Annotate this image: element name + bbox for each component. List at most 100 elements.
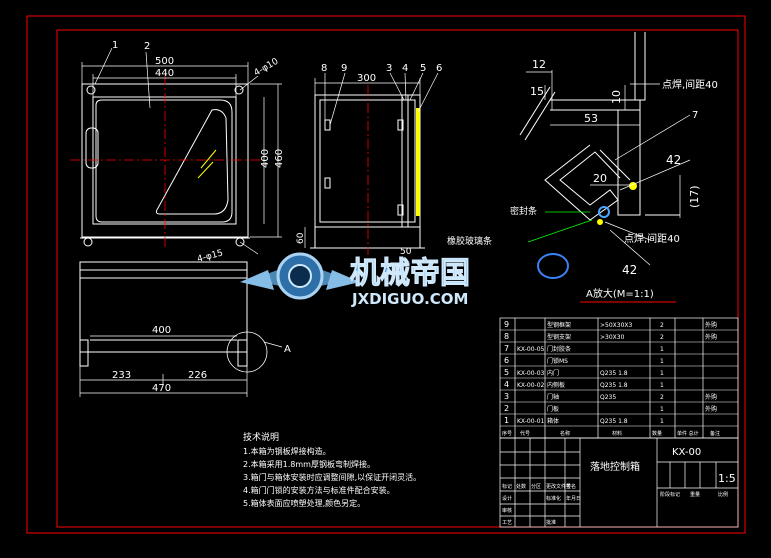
dim-470: 470 (152, 383, 171, 394)
dim-50: 50 (400, 247, 412, 257)
tb-label-scale: 比例 (718, 491, 728, 498)
dim-53: 53 (584, 112, 598, 125)
detail-bolt (629, 182, 637, 190)
tb-label-change: 更改文件号 (546, 483, 571, 490)
drawing-number: KX-00 (672, 447, 701, 458)
dim-17: (17) (688, 185, 701, 208)
dim-226: 226 (188, 370, 207, 381)
watermark-logo (240, 252, 360, 300)
bom-header-weight: 单件 总计 (677, 430, 699, 437)
bom-cell-spec: >50X30X3 (600, 322, 633, 329)
dim-60: 60 (296, 232, 306, 244)
bom-header-no: 序号 (502, 430, 512, 437)
bom-header-code: 代号 (520, 430, 530, 437)
bom-cell-code: KX-00-03 (517, 370, 545, 377)
bom-cell-no: 6 (504, 356, 509, 365)
watermark-cn: 机械帝国 (350, 256, 470, 291)
bom-cell-qty: 1 (660, 358, 664, 365)
side-view-handle (416, 108, 420, 216)
callout-a: A (284, 344, 291, 355)
tb-label-design: 设计 (502, 495, 512, 502)
bom-cell-qty: 1 (660, 406, 664, 413)
bom-cell-name: 型钢框架 (547, 321, 571, 329)
dim-300: 300 (357, 73, 376, 84)
bom-cell-spec: Q235 (600, 394, 616, 401)
bottom-view-callout-leader (263, 341, 283, 348)
tech-note-3: 3.箱门与箱体安装时应调整间隙,以保证开闭灵活。 (243, 472, 421, 482)
detail-caption: A放大(M=1:1) (586, 287, 654, 300)
bom-header-name: 名称 (560, 430, 570, 437)
bom-header-spec: 材料 (612, 430, 622, 437)
bom-cell-spec: Q235 1.8 (600, 370, 628, 377)
inner-frame (56, 29, 739, 528)
dim-20: 20 (593, 172, 607, 185)
bom-cell-no: 4 (504, 380, 509, 389)
tech-note-4: 4.箱门门锁的安装方法与标准件配合安装。 (243, 485, 395, 495)
label-9: 9 (341, 63, 347, 74)
tb-label-review: 审核 (502, 507, 512, 514)
dim-400-bottom: 400 (152, 325, 171, 336)
dim-400: 400 (260, 149, 271, 168)
dim-42-lower: 42 (622, 263, 637, 277)
weld-note-upper: 点焊,间距40 (662, 78, 718, 91)
bom-cell-name: 门封胶条 (547, 345, 571, 353)
bom-cell-name: 内门 (547, 369, 559, 377)
label-1: 1 (112, 40, 118, 51)
detail-circle (537, 253, 569, 279)
tb-label-stage: 阶段标记 (660, 491, 680, 498)
drawing-title: 落地控制箱 (590, 460, 640, 473)
bom-cell-name: 型钢支架 (547, 333, 571, 341)
side-view-dimensions (304, 72, 439, 248)
side-view (310, 94, 425, 249)
bom-cell-qty: 1 (660, 418, 664, 425)
tb-label-zone: 分区 (531, 483, 541, 490)
bom-header-qty: 数量 (652, 430, 662, 437)
tb-label-sign: 签名 (566, 483, 576, 490)
dim-12: 12 (532, 58, 546, 71)
front-view-centerlines (70, 75, 260, 250)
bom-cell-qty: 1 (660, 382, 664, 389)
tb-label-date: 年月日 (566, 495, 581, 502)
detail-a-leaders (527, 211, 593, 243)
dim-500: 500 (155, 56, 174, 67)
bottom-view (79, 261, 248, 367)
bom-cell-note: 外购 (705, 333, 717, 341)
detail-weld (597, 219, 603, 225)
bom-cell-no: 8 (504, 332, 509, 341)
dim-460: 460 (274, 149, 285, 168)
bom-cell-code: KX-00-01 (517, 418, 545, 425)
bottom-view-dimensions (79, 335, 248, 397)
tech-note-2: 2.本箱采用1.8mm厚钢板弯制焊接。 (243, 459, 375, 469)
detail-a (519, 32, 680, 221)
tb-label-standard: 标准化 (546, 495, 561, 502)
bom-cell-qty: 2 (660, 322, 664, 329)
front-view (80, 83, 250, 247)
bom-cell-qty: 2 (660, 334, 664, 341)
front-view-dimensions (81, 47, 282, 255)
label-4: 4 (402, 63, 408, 74)
drawing-scale: 1:5 (718, 472, 736, 485)
bom-cell-no: 7 (504, 344, 509, 353)
tb-label-process: 工艺 (502, 520, 512, 526)
bom-cell-code: KX-00-02 (517, 382, 545, 389)
bom-cell-no: 2 (504, 404, 509, 413)
bom-cell-no: 1 (504, 416, 509, 425)
dim-15: 15 (530, 85, 544, 98)
bom-cell-name: 门板 (547, 405, 559, 413)
tech-notes-title: 技术说明 (243, 431, 279, 443)
bom-cell-spec: >30X30 (600, 334, 625, 341)
bom-cell-name: 门锁MS (547, 357, 568, 365)
bom-cell-qty: 2 (660, 394, 664, 401)
bom-cell-code: KX-00-05 (517, 346, 545, 353)
label-2: 2 (144, 41, 150, 52)
detail-a-dimensions (526, 70, 691, 266)
weld-note-lower: 点焊,间距40 (624, 232, 680, 245)
bom-cell-qty: 1 (660, 370, 664, 377)
bom-cell-no: 9 (504, 320, 509, 329)
label-7: 7 (692, 110, 698, 121)
bom-cell-name: 门轴 (547, 393, 559, 401)
dim-10: 10 (610, 90, 623, 104)
outer-frame (26, 15, 746, 534)
